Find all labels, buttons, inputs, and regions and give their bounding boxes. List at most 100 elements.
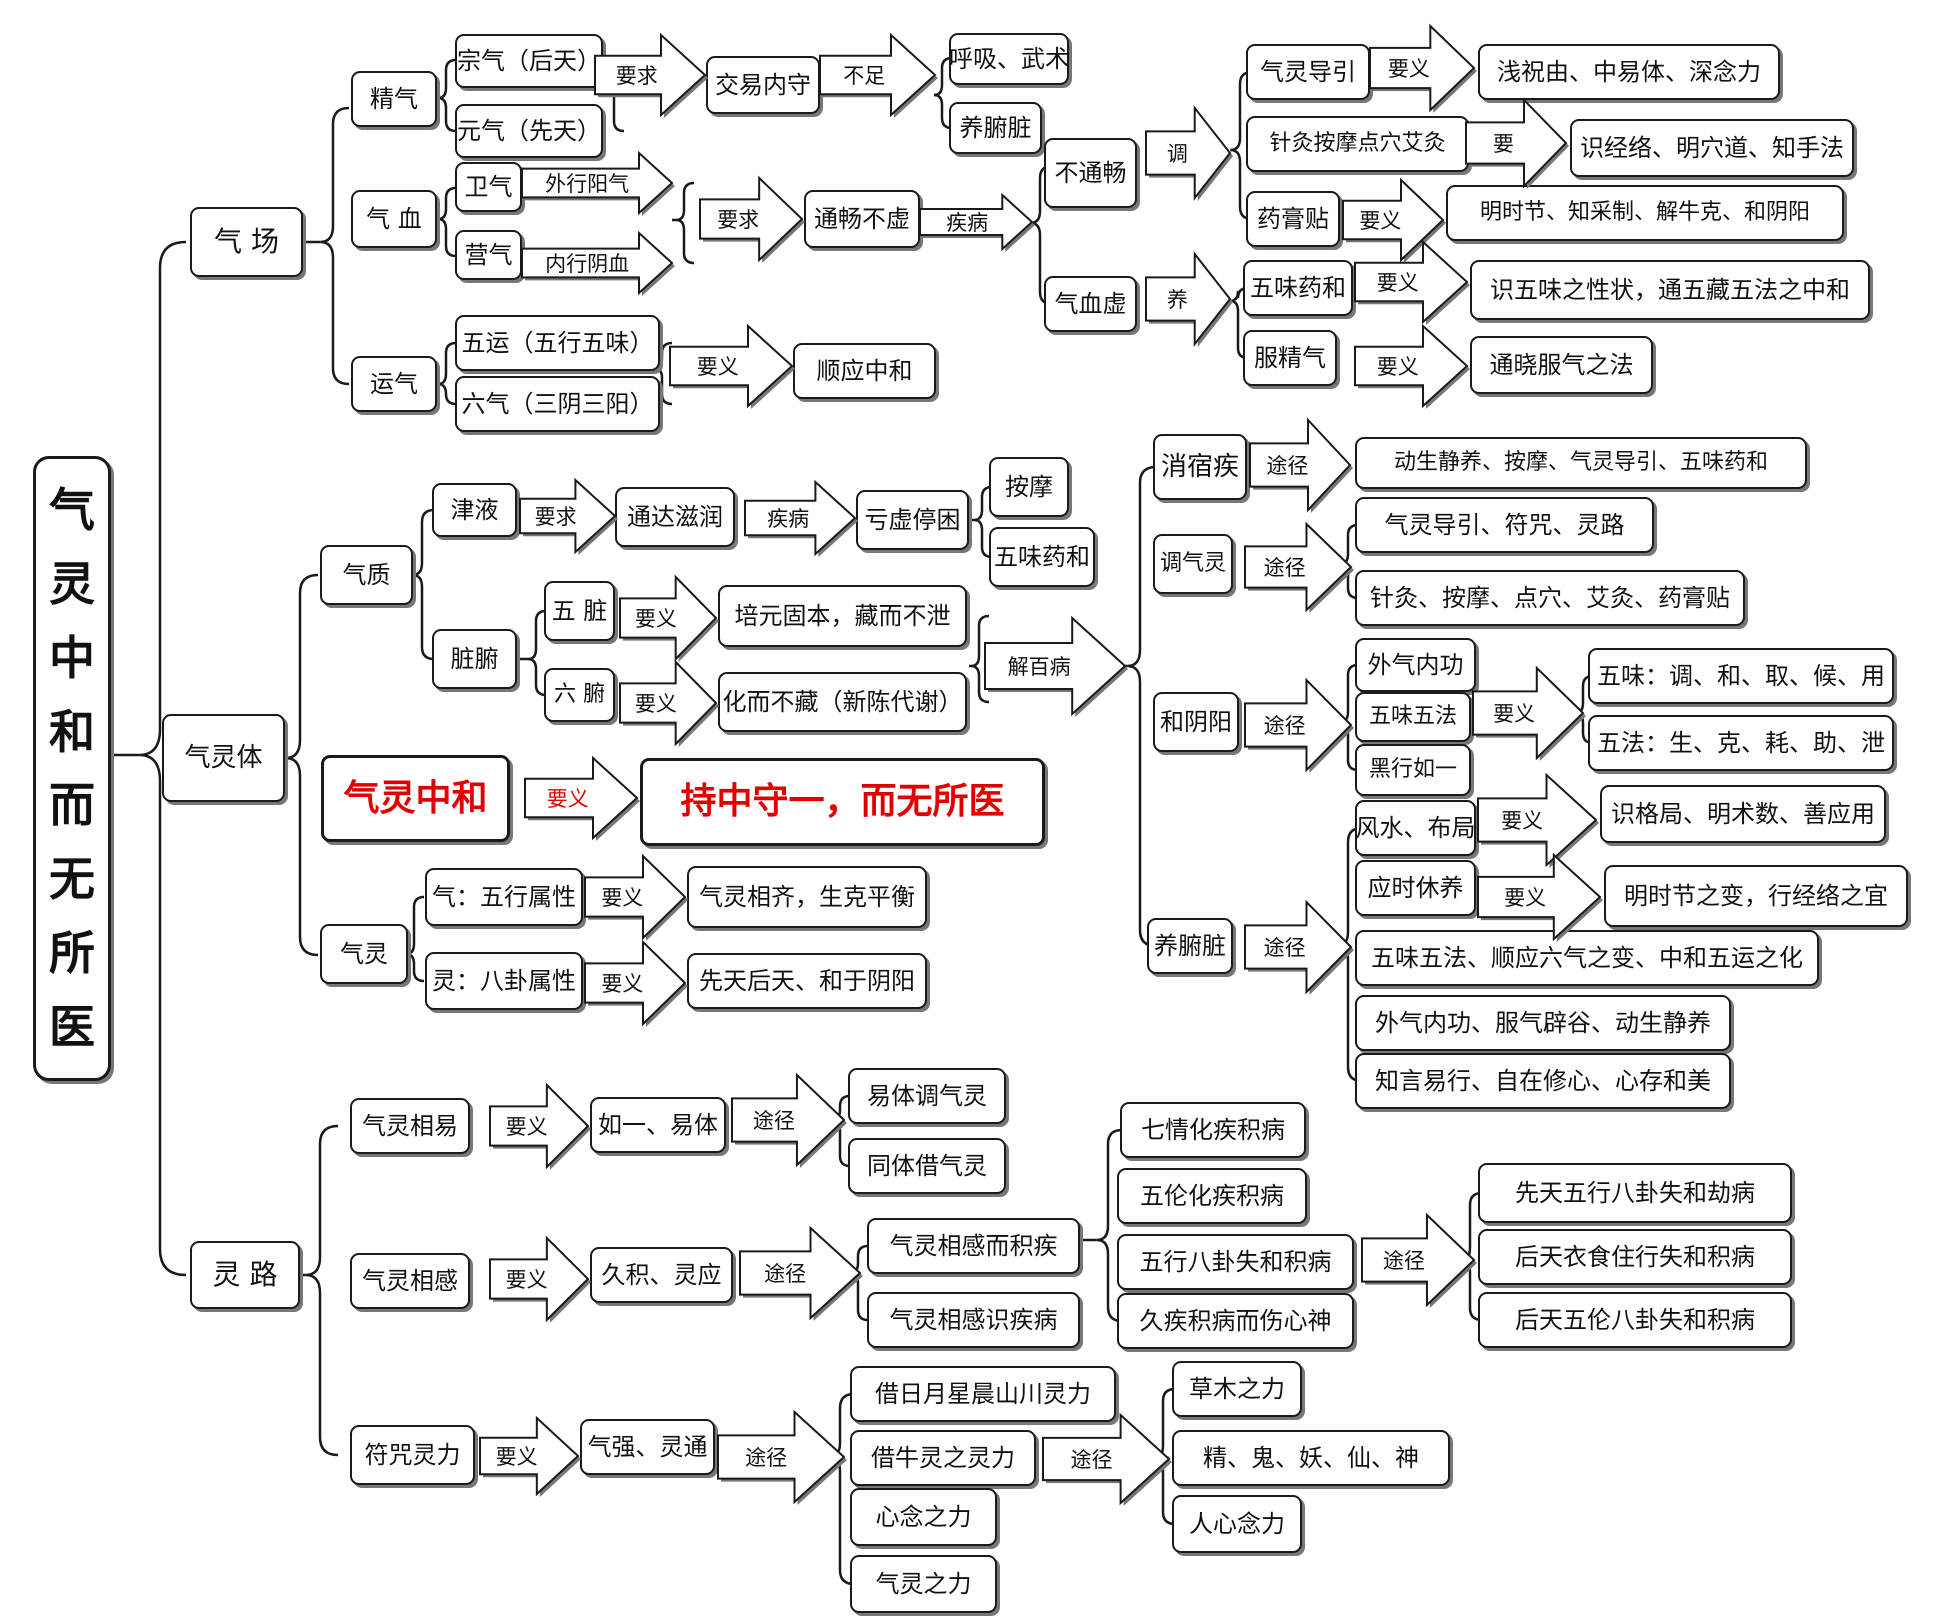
arrow-label: 要求: [717, 208, 760, 232]
arrow-a23: 要义: [1472, 665, 1586, 761]
arrow-shape: [1477, 852, 1603, 942]
arrow-shape: [984, 615, 1128, 717]
main-title: 气 灵 中 和 而 无 所 医: [33, 456, 111, 1081]
node-yfz2: 外气内功、服气辟谷、动生静养: [1355, 995, 1731, 1051]
node-tongti: 同体借气灵: [848, 1138, 1006, 1194]
node-qldy: 气灵导引: [1246, 44, 1370, 100]
arrow-shape: [1354, 239, 1470, 325]
arrow-label: 要义: [601, 886, 644, 910]
node-tongxiao: 通晓服气之法: [1470, 336, 1653, 394]
arrow-shape: [519, 477, 618, 555]
arrow-label: 要求: [534, 505, 577, 529]
node-wulun: 五伦化疾积病: [1117, 1168, 1307, 1224]
arrow-a19: 解百病: [984, 615, 1128, 717]
arrow-label: 要义: [546, 787, 589, 811]
arrow-label: 要义: [1493, 702, 1536, 726]
arrow-label: 途径: [752, 1109, 795, 1133]
arrow-shape: [1369, 23, 1477, 113]
node-jinggui: 精、鬼、妖、仙、神: [1172, 1430, 1450, 1486]
arrow-label: 要义: [696, 355, 739, 379]
arrow-label: 要义: [1501, 809, 1544, 833]
arrow-label: 要求: [615, 64, 658, 88]
node-tongchang: 通畅不虚: [804, 190, 920, 248]
connector: [675, 181, 695, 265]
node-wxbg: 五行八卦失和积病: [1117, 1234, 1354, 1290]
node-qiqing: 七情化疾积病: [1120, 1102, 1306, 1158]
arrow-label: 疾病: [946, 211, 989, 235]
arrow-label: 要义: [1504, 886, 1547, 910]
node-jiuji: 久积、灵应: [590, 1247, 733, 1303]
node-shunying: 顺应中和: [793, 343, 936, 399]
arrow-a14: 要义: [1354, 323, 1470, 409]
node-tiaoqiling: 调气灵: [1153, 534, 1233, 594]
arrow-a9: 养: [1145, 251, 1233, 347]
arrow-a6: 疾病: [919, 192, 1035, 252]
arrow-a13: 要义: [1354, 239, 1470, 325]
connector: [405, 895, 425, 983]
node-huaer: 化而不藏（新陈代谢）: [718, 672, 967, 732]
arrow-label: 要义: [1359, 209, 1402, 233]
node-waiqi: 外气内功: [1355, 638, 1476, 692]
arrow-shape: [521, 230, 675, 296]
arrow-a35: 要义: [479, 1415, 581, 1497]
node-jieniu: 借牛灵之灵力: [850, 1430, 1036, 1486]
arrow-label: 解百病: [1007, 655, 1071, 679]
arrow-label: 要义: [495, 1445, 538, 1469]
arrow-a34: 途径: [1361, 1212, 1477, 1308]
arrow-a27: 要义: [1477, 772, 1599, 868]
arrow-label: 要义: [505, 1115, 548, 1139]
node-yingshi: 应时休养: [1355, 860, 1476, 916]
arrow-label: 要义: [634, 607, 677, 631]
node-zangfu: 脏腑: [432, 629, 517, 689]
node-qilingti: 气灵体: [162, 714, 285, 802]
arrow-shape: [1361, 1212, 1477, 1308]
node-jinye: 津液: [432, 483, 517, 537]
arrow-a21: 途径: [1244, 521, 1354, 613]
connector: [139, 240, 187, 1277]
node-jingqi: 精气: [351, 71, 437, 127]
node-chizhong: 持中守一，而无所医: [640, 758, 1045, 846]
node-qiqi: 气灵相齐，生克平衡: [687, 866, 927, 928]
arrow-shape: [819, 32, 938, 118]
arrow-shape: [584, 939, 688, 1027]
node-yaogao: 药膏贴: [1246, 191, 1340, 247]
node-xianggan: 气灵相感: [350, 1253, 470, 1309]
arrow-label: 养: [1166, 288, 1188, 312]
connector: [933, 56, 953, 130]
title-char: 医: [49, 1000, 95, 1054]
arrow-shape: [744, 479, 858, 557]
arrow-a24: 要义: [524, 755, 640, 841]
node-qiwx: 气：五行属性: [425, 868, 583, 926]
arrow-shape: [489, 1082, 591, 1170]
arrow-shape: [521, 150, 675, 216]
node-kuixu: 亏虚停困: [856, 490, 969, 550]
node-wuwei5: 五味：调、和、取、候、用: [1588, 648, 1894, 704]
arrow-a8: 调: [1145, 105, 1233, 201]
node-tq-r1: 气灵导引、符咒、灵路: [1355, 497, 1654, 553]
connector: [412, 508, 435, 661]
arrow-shape: [717, 1409, 847, 1505]
node-fengshui: 风水、布局: [1355, 800, 1476, 856]
node-caomu: 草木之力: [1172, 1361, 1302, 1417]
node-jiaoyi: 交易内守: [706, 56, 820, 114]
title-char: 而: [49, 778, 95, 833]
connector: [437, 58, 457, 133]
node-butong: 不通畅: [1044, 138, 1137, 208]
arrow-shape: [731, 1072, 847, 1168]
node-weiqi: 卫气: [455, 162, 522, 212]
arrow-shape: [1472, 665, 1586, 761]
connector: [305, 1124, 339, 1457]
arrow-label: 外行阳气: [545, 172, 630, 196]
arrow-a4: 内行阴血: [521, 230, 675, 296]
node-tongda: 通达滋润: [615, 487, 735, 547]
arrow-a32: 要义: [489, 1235, 591, 1323]
arrow-shape: [1042, 1412, 1172, 1506]
arrow-a22: 途径: [1244, 677, 1354, 773]
node-shijingluo: 识经络、明穴道、知手法: [1570, 119, 1854, 177]
arrow-a20: 途径: [1249, 417, 1353, 513]
arrow-label: 途径: [1263, 936, 1306, 960]
node-lingbg: 灵：八卦属性: [425, 952, 583, 1010]
node-jiuji2: 久疾积病而伤心神: [1117, 1293, 1354, 1349]
node-fujingqi: 服精气: [1243, 330, 1337, 386]
